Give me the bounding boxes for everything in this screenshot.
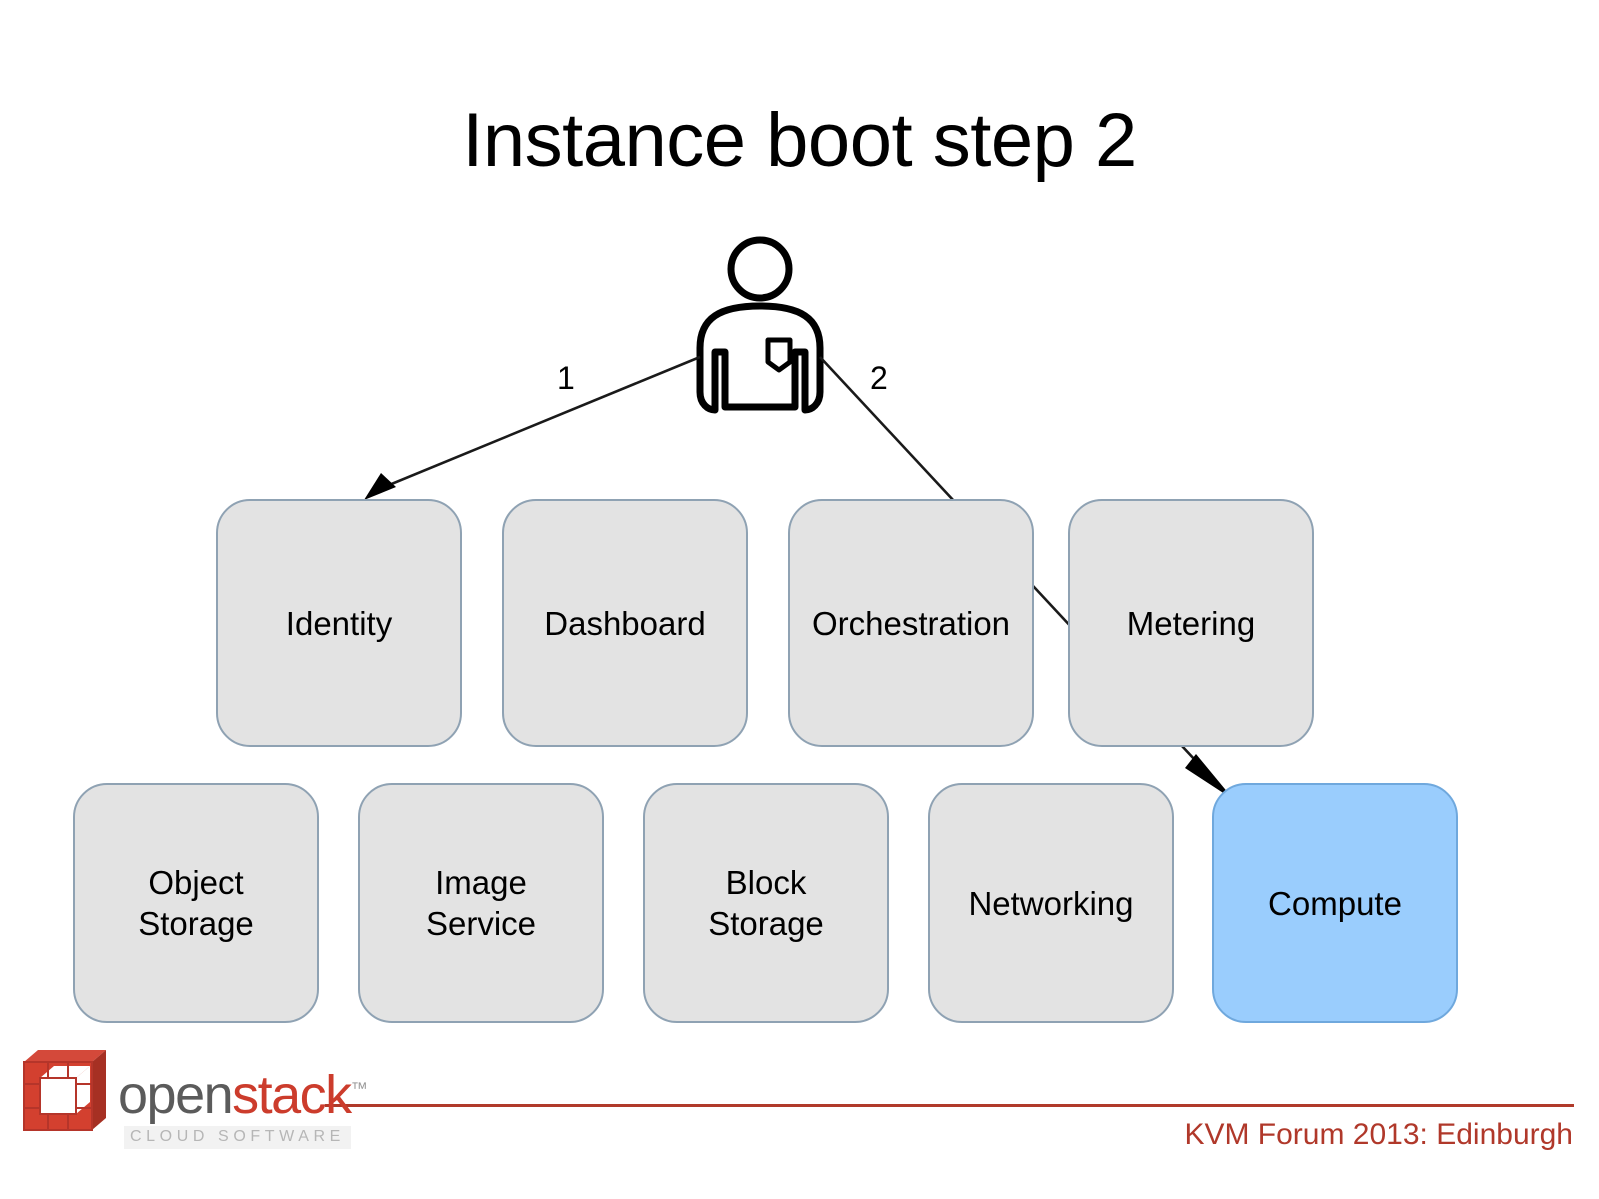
flow-number-2: 2 — [870, 360, 888, 396]
service-box-compute[interactable]: Compute — [1212, 783, 1458, 1023]
person-body-icon — [696, 302, 824, 414]
service-label: Block Storage — [708, 864, 824, 942]
user-person-icon — [696, 236, 824, 414]
service-box-identity[interactable]: Identity — [216, 499, 462, 747]
footer-venue-text: KVM Forum 2013: Edinburgh — [1184, 1118, 1573, 1151]
service-label: Compute — [1268, 884, 1402, 922]
service-label: Object Storage — [138, 864, 254, 942]
trademark-icon: ™ — [350, 1079, 368, 1098]
service-label: Identity — [285, 604, 393, 642]
openstack-logo: openstack™ CLOUD SOFTWARE — [14, 1040, 368, 1170]
flow-arrow-1 — [364, 355, 701, 500]
service-box-block-storage[interactable]: Block Storage — [643, 783, 889, 1023]
service-box-image-service[interactable]: Image Service — [358, 783, 604, 1023]
logo-tagline: CLOUD SOFTWARE — [124, 1126, 351, 1149]
service-label: Dashboard — [544, 604, 706, 642]
service-box-metering[interactable]: Metering — [1068, 499, 1314, 747]
service-box-dashboard[interactable]: Dashboard — [502, 499, 748, 747]
person-pocket-icon — [765, 337, 793, 373]
service-label: Metering — [1126, 604, 1256, 642]
service-box-object-storage[interactable]: Object Storage — [73, 783, 319, 1023]
logo-word-stack: stack — [232, 1065, 352, 1125]
service-label: Orchestration — [811, 604, 1011, 642]
footer-divider — [325, 1104, 1574, 1107]
flow-number-1: 1 — [557, 360, 575, 396]
openstack-wordmark: openstack™ — [118, 1062, 368, 1122]
logo-word-open: open — [118, 1065, 234, 1125]
service-box-networking[interactable]: Networking — [928, 783, 1174, 1023]
service-label: Networking — [968, 884, 1134, 922]
service-box-orchestration[interactable]: Orchestration — [788, 499, 1034, 747]
service-label: Image Service — [425, 864, 537, 942]
page-title: Instance boot step 2 — [462, 98, 1137, 183]
openstack-cube-icon — [23, 1050, 106, 1131]
person-head-icon — [727, 236, 793, 302]
